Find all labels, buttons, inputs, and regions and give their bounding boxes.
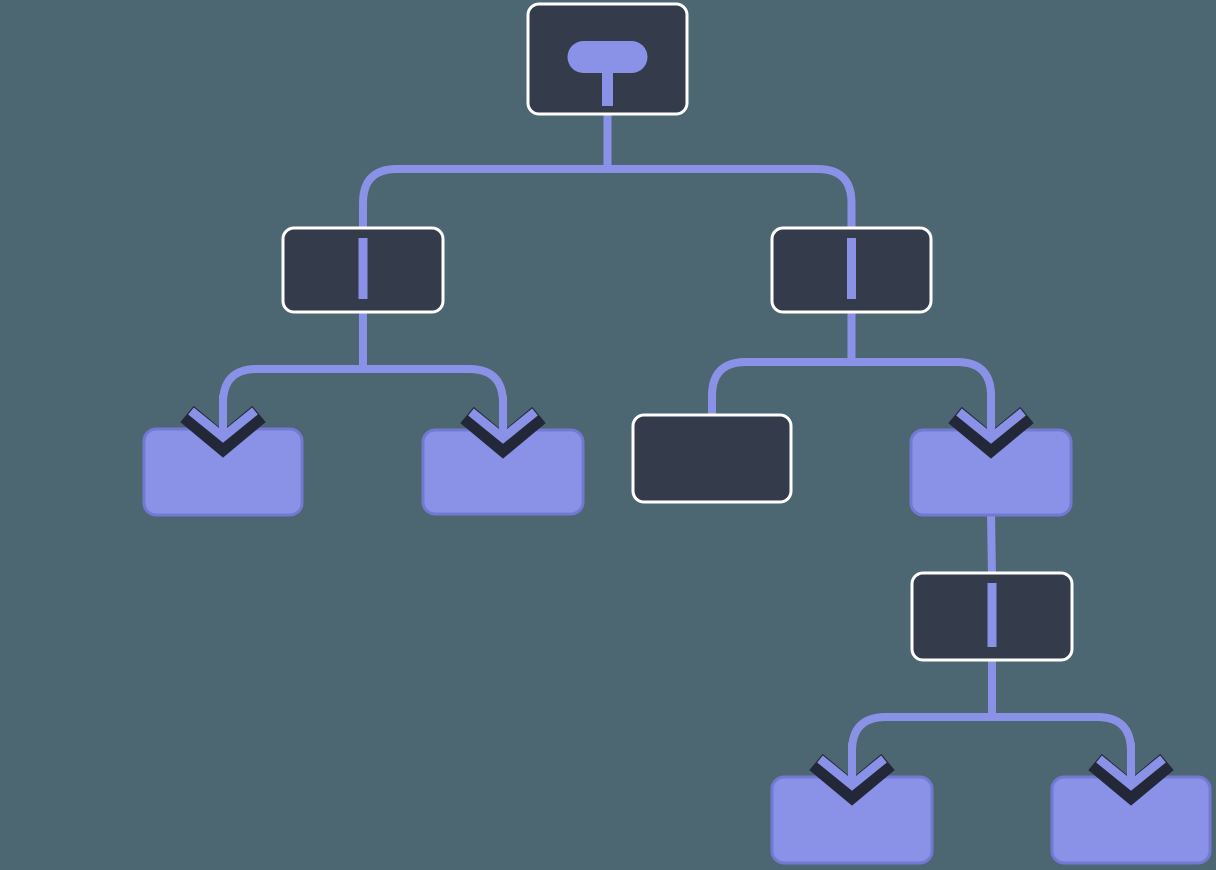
node-root [526, 2, 689, 116]
root-pill-stem [602, 70, 613, 106]
connector-lines [219, 112, 1135, 783]
junction-bar-icon [358, 238, 368, 299]
arrow-down-icon [948, 396, 1034, 459]
edge-branch-left [219, 310, 507, 436]
node-junction-2 [910, 571, 1074, 662]
arrow-down-icon [809, 743, 895, 806]
edge-branch-right [708, 310, 995, 436]
arrow-down-icon [460, 396, 546, 459]
node-branch-right [770, 226, 933, 314]
edge-root [359, 112, 856, 231]
tree-nodes [142, 2, 1212, 865]
edge-leaf-c [987, 512, 996, 577]
arrow-down-icon [180, 395, 266, 458]
node-branch-left [281, 226, 445, 314]
arrow-down-icon [1088, 743, 1174, 806]
arrow-markers [180, 395, 1174, 806]
root-pill-icon [567, 41, 648, 73]
node-node-plain [631, 413, 793, 504]
junction-bar-icon [987, 583, 997, 647]
edge-junction-2 [848, 658, 1135, 783]
junction-bar-icon [847, 238, 856, 299]
